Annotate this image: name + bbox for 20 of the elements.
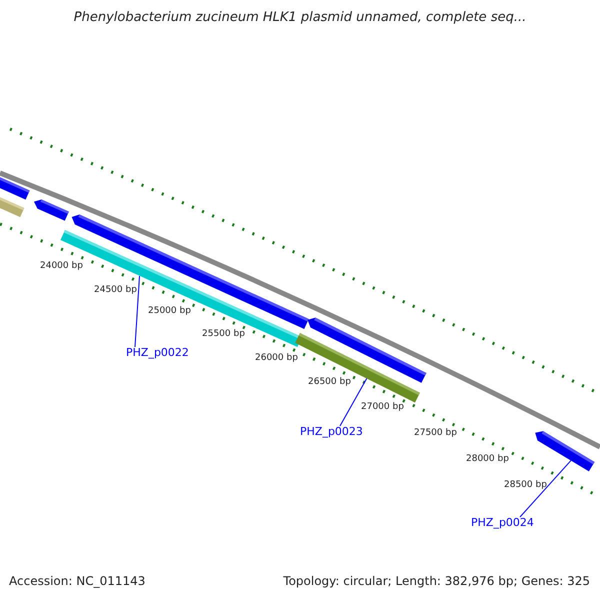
leader-line [340,378,368,426]
position-label: 24500 bp [94,285,137,295]
accession-text: Accession: NC_011143 [9,574,146,588]
title: Phenylobacterium zucineum HLK1 plasmid unnamed, complete seq... [72,10,528,25]
gene-label: PHZ_p0024 [471,516,534,529]
gene-label: PHZ_p0022 [126,346,189,359]
gene-label: PHZ_p0023 [300,425,363,438]
position-label: 28500 bp [504,480,547,490]
position-label: 28000 bp [466,454,509,464]
leader-line [134,276,140,348]
gene-arrow [535,431,595,472]
position-label: 27500 bp [414,428,457,438]
position-label: 27000 bp [361,402,404,412]
position-label: 24000 bp [40,261,83,271]
summary-text: Topology: circular; Length: 382,976 bp; Genes: 325 [283,574,590,588]
position-label: 25000 bp [148,306,191,316]
position-label: 25500 bp [202,329,245,339]
position-label: 26000 bp [255,353,298,363]
position-label: 26500 bp [308,377,351,387]
leader-line [520,460,572,518]
